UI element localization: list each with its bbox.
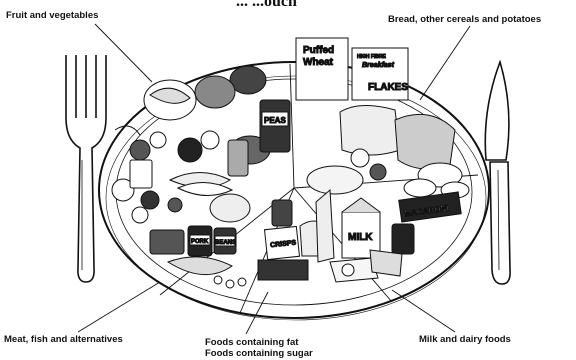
pork-text: PORK (191, 239, 209, 245)
peas-can: PEAS (260, 100, 290, 152)
high-fibre-text: HIGH FIBRE (357, 54, 387, 60)
label-meat-fish: Meat, fish and alternatives (4, 334, 123, 345)
label-bread-cereals: Bread, other cereals and potatoes (388, 14, 541, 25)
wheat-text: Wheat (303, 57, 334, 68)
puffed-text: Puffed (303, 45, 334, 56)
fork-icon (66, 55, 106, 282)
label-milk-dairy: Milk and dairy foods (419, 334, 511, 345)
label-fruit-vegetables: Fruit and vegetables (6, 10, 98, 21)
label-foods-fat: Foods containing fat (205, 337, 298, 348)
knife-icon (485, 62, 510, 284)
milk-text: MILK (348, 232, 373, 243)
peas-text: PEAS (264, 116, 286, 125)
flakes-text: FLAKES (368, 82, 408, 93)
beans-text: BEANS (215, 240, 236, 246)
label-foods-sugar: Foods containing sugar (205, 348, 313, 359)
breakfast-text: Breakfast (362, 62, 395, 69)
